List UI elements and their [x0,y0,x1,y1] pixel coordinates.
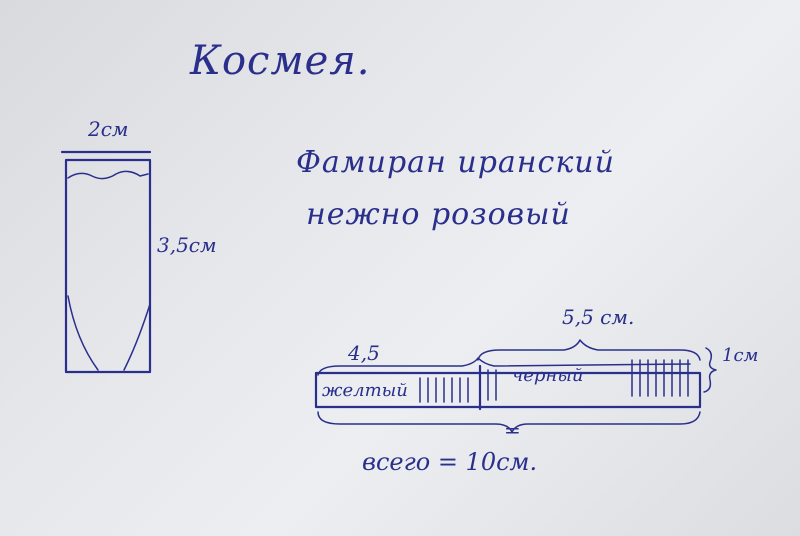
height-brace [703,347,717,393]
strip-total-label: всего = 10см. [362,448,538,476]
petal-width-label: 2см [88,117,129,141]
petal-template [60,150,152,374]
strip-right-length-label: 5,5 см. [562,305,635,329]
total-length-bracket [317,411,701,433]
strip-rectangle [314,371,702,409]
material-line-1: Фамиран иранский [296,145,615,180]
petal-rectangle [64,158,152,374]
petal-height-label: 3,5см [157,233,217,257]
hatch-right [487,359,689,401]
hatch-left [419,377,469,403]
strip-height-label: 1см [722,345,759,366]
strip-left-length-label: 4,5 [348,341,380,365]
petal-right-curve [123,303,151,371]
left-length-bracket [317,357,691,376]
page-title: Космея. [190,38,371,84]
petal-wavy-edge [67,170,149,180]
strip-segment-left-label: желтый [322,380,408,401]
strip-segment-right-label: черный [512,365,584,386]
petal-left-curve [67,295,99,371]
strip-equals-mark: = [504,418,521,442]
material-line-2: нежно розовый [306,197,571,232]
right-length-bracket [477,339,701,361]
strip-drawing [314,339,717,433]
